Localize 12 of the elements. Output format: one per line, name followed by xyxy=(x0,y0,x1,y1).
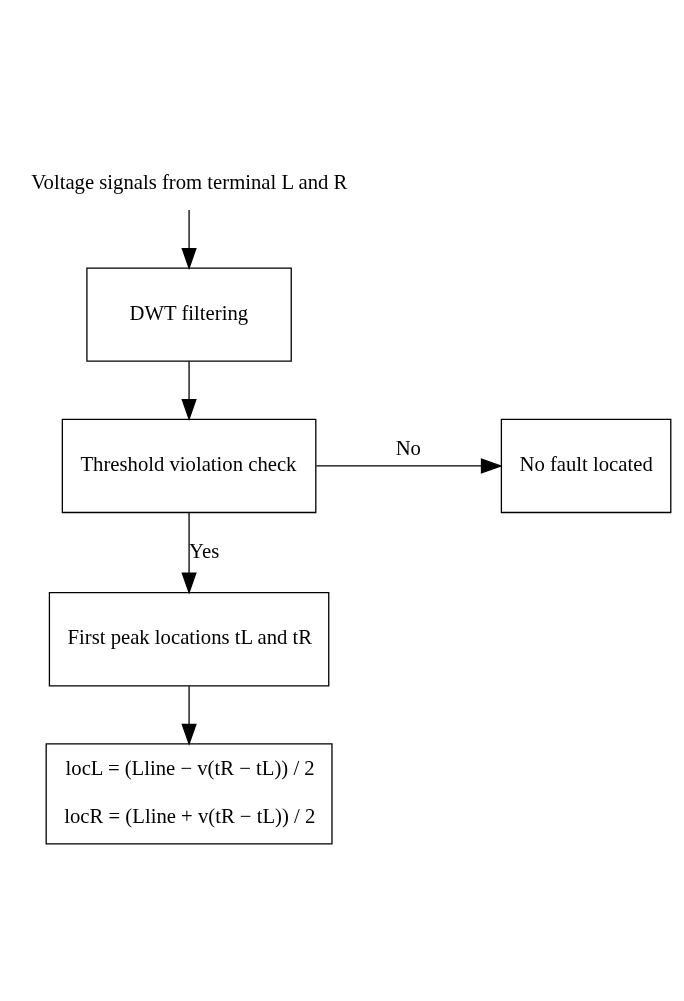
node-box: locL = (Lline − v(tR − tL)) / 2 locR = (Lline + v(tR − tL)) / 2 xyxy=(45,742,333,845)
node-box: DWT filtering xyxy=(86,266,292,362)
node-text: Voltage signals from terminal L and R xyxy=(31,170,348,193)
node-box: First peak locations tL and tR xyxy=(48,591,330,686)
arrow xyxy=(181,685,197,746)
arrow xyxy=(181,208,197,270)
edge-label: No xyxy=(395,436,421,459)
arrow xyxy=(181,511,197,594)
arrow xyxy=(315,457,503,474)
node-box: No fault located xyxy=(500,418,672,513)
arrow xyxy=(181,360,197,421)
node-box: Threshold violation check xyxy=(61,418,317,513)
